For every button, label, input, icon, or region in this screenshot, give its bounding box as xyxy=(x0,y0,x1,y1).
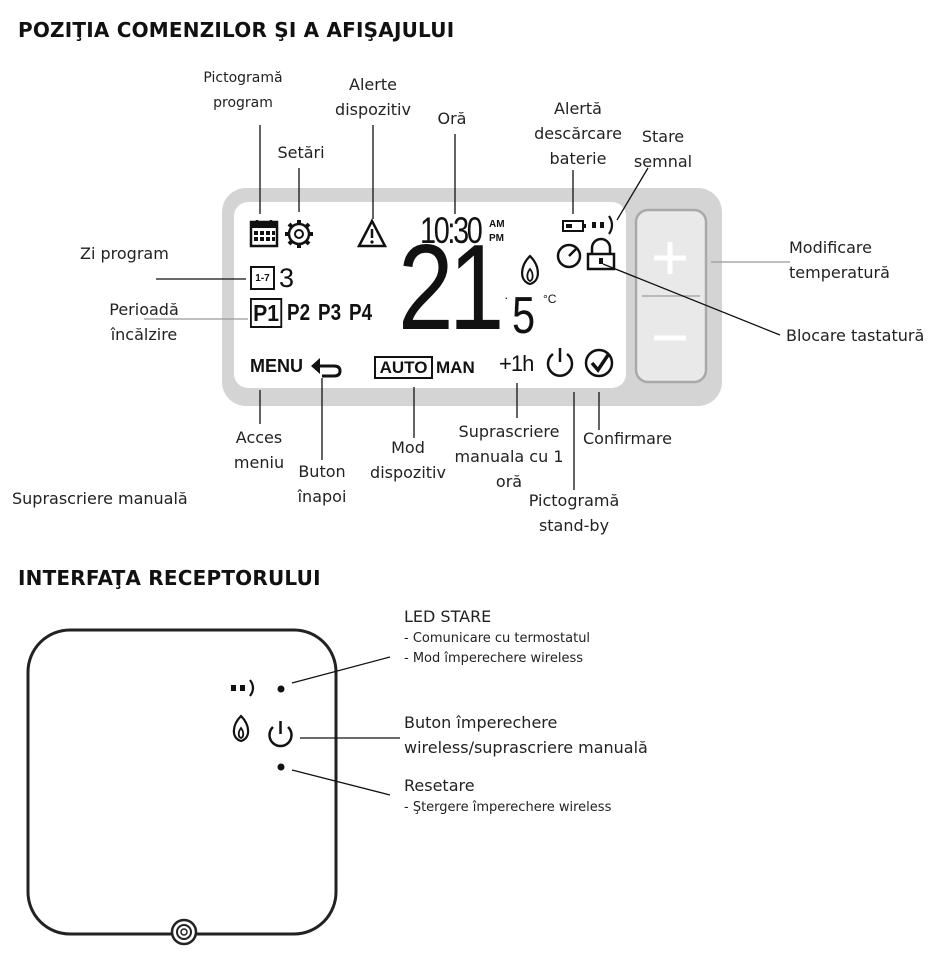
lcd-day-number: 3 xyxy=(279,263,295,293)
check-icon xyxy=(584,348,614,378)
label-settings: Setări xyxy=(277,143,325,162)
reset-title: Resetare xyxy=(404,776,475,795)
plus-key[interactable] xyxy=(654,242,686,274)
lcd-screen xyxy=(234,202,626,388)
receiver-screw xyxy=(170,918,198,946)
lock-icon xyxy=(586,237,616,271)
back-arrow-icon xyxy=(311,358,342,378)
lcd-pm: PM xyxy=(489,233,504,244)
lcd-period-1: P1 xyxy=(250,298,283,328)
lcd-man: MAN xyxy=(436,358,475,377)
lcd-period-4: P4 xyxy=(349,299,373,325)
lcd-unit: °C xyxy=(543,292,557,306)
lcd-clock: 10:30 xyxy=(420,210,483,251)
led-note: - Comunicare cu termostatul xyxy=(404,631,591,646)
reset-hole xyxy=(277,763,285,771)
standby-icon xyxy=(546,348,574,377)
timer-icon xyxy=(556,243,582,269)
lcd-menu: MENU xyxy=(250,356,303,376)
signal-icon xyxy=(592,215,614,235)
lcd-temp-decimal: 5 xyxy=(512,287,536,345)
label-time: Oră xyxy=(437,109,467,128)
section-title-display: POZIŢIA COMENZILOR ŞI A AFIŞAJULUI xyxy=(18,18,455,42)
label-program-day: Zi program xyxy=(80,244,169,263)
lcd-am: AM xyxy=(489,219,505,230)
lcd-temperature: 21 xyxy=(398,219,504,355)
lcd-day-badge: 1-7 xyxy=(250,266,275,290)
gear-icon xyxy=(285,220,313,248)
status-led xyxy=(277,685,285,693)
led-title: LED STARE xyxy=(404,607,492,626)
lcd-period-2: P2 xyxy=(287,299,311,325)
label-manual-override: Suprascriere manuală xyxy=(12,489,188,508)
led-note: - Mod împerechere wireless xyxy=(404,651,583,666)
receiver-body xyxy=(26,628,338,936)
lcd-period-3: P3 xyxy=(318,299,342,325)
label-confirm: Confirmare xyxy=(583,429,672,448)
reset-callout: Resetare - Ştergere împerechere wireless xyxy=(404,773,611,818)
receiver-power-button[interactable] xyxy=(268,721,293,748)
battery-icon xyxy=(562,220,586,232)
flame-icon xyxy=(521,254,539,286)
receiver-flame-icon xyxy=(232,714,250,743)
lcd-plus-1h: +1h xyxy=(499,351,534,376)
reset-note: - Ştergere împerechere wireless xyxy=(404,800,612,815)
calendar-icon xyxy=(249,220,279,248)
led-callout: LED STARE - Comunicare cu termostatul - … xyxy=(404,604,590,669)
lcd-auto: AUTO xyxy=(374,356,433,379)
receiver-signal-icon xyxy=(231,679,255,697)
warning-icon xyxy=(356,218,388,248)
section-title-receiver: INTERFAŢA RECEPTORULUI xyxy=(18,566,321,590)
lcd-decimal-point: . xyxy=(505,291,508,301)
label-keypad-lock: Blocare tastatură xyxy=(786,326,925,345)
